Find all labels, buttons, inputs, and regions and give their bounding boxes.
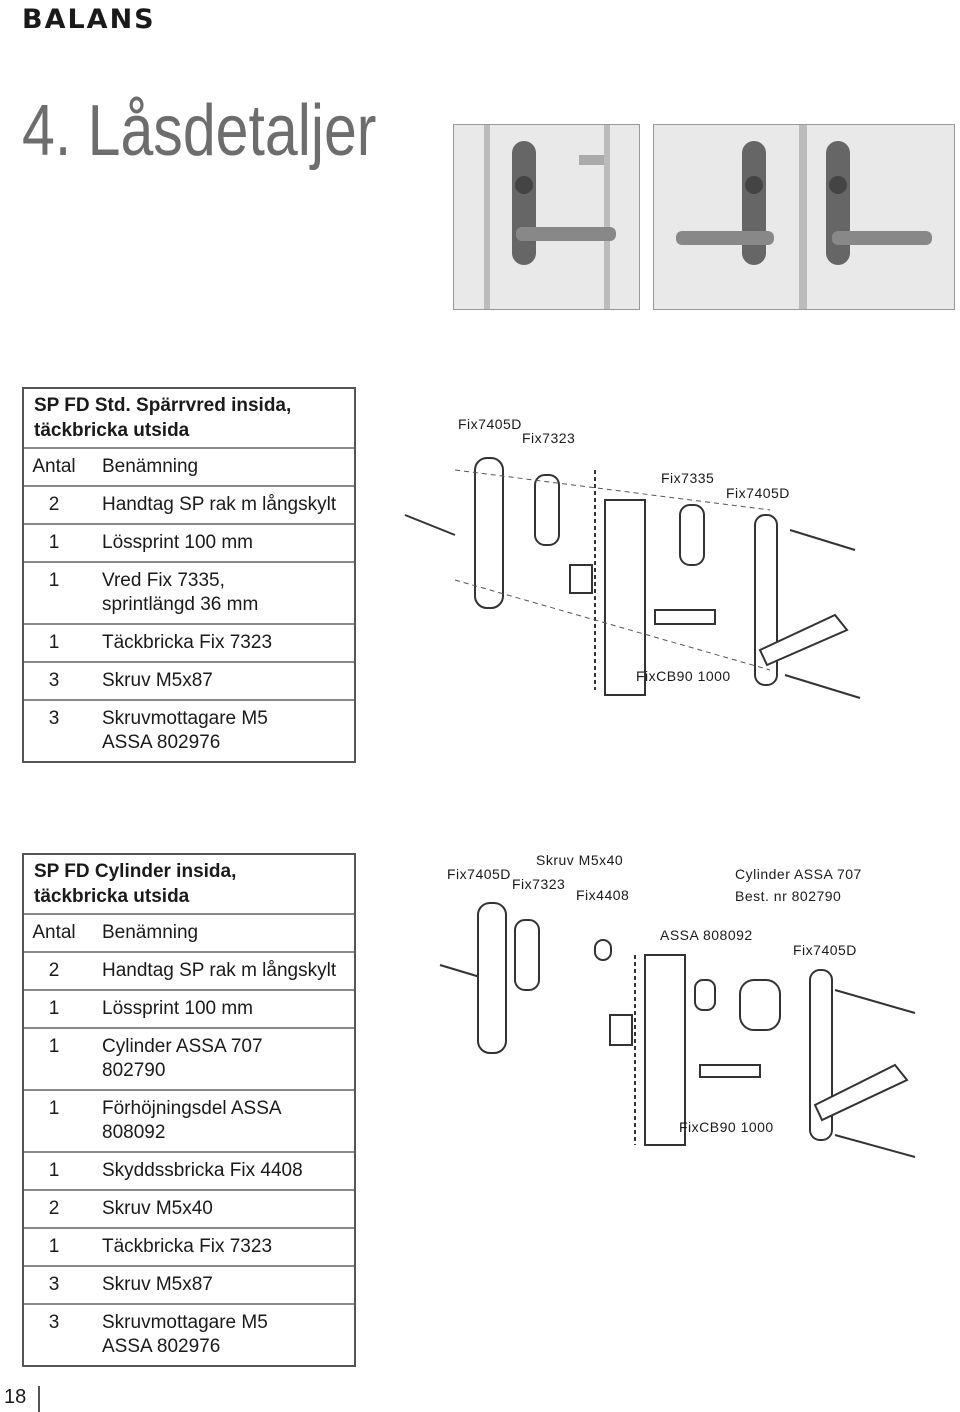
lock-photo-right: [653, 124, 955, 310]
name-line: Handtag SP rak m långskylt: [102, 960, 337, 981]
diagram-label: Fix7405D: [458, 416, 522, 432]
table-row: 1 Täckbricka Fix 7323: [24, 1227, 354, 1265]
diagram-label: Cylinder ASSA 707: [735, 866, 862, 882]
name-line: Skruv M5x87: [102, 1274, 213, 1295]
qty-cell: 3: [48, 708, 60, 729]
qty-cell: 3: [48, 1312, 60, 1333]
table-row: 1 Cylinder ASSA 707 802790: [24, 1027, 354, 1089]
table-header-row: Antal Benämning: [24, 447, 354, 485]
table-row: 1 Förhöjningsdel ASSA 808092: [24, 1089, 354, 1151]
name-line: Skruvmottagare M5: [102, 1312, 268, 1333]
name-cell: Skruv M5x87: [84, 663, 354, 699]
qty-cell: 2: [48, 494, 60, 515]
diagram-label: Skruv M5x40: [536, 852, 624, 868]
qty-header: Antal: [32, 456, 76, 477]
diagram-label: Fix7323: [512, 876, 566, 892]
diagram-label: FixCB90 1000: [679, 1119, 774, 1135]
name-line: Skruv M5x40: [102, 1198, 213, 1219]
table-row: 2 Handtag SP rak m långskylt: [24, 951, 354, 989]
lock-photo-left: [453, 124, 640, 310]
qty-cell: 3: [48, 670, 60, 691]
qty-cell: 1: [48, 998, 60, 1019]
name-header: Benämning: [102, 456, 199, 477]
diagram-label: Fix4408: [576, 887, 630, 903]
table-row: 1 Lössprint 100 mm: [24, 523, 354, 561]
name-cell: Täckbricka Fix 7323: [84, 625, 354, 661]
qty-cell: 2: [48, 1198, 60, 1219]
qty-cell: 1: [48, 1036, 60, 1057]
name-cell: Skyddssbricka Fix 4408: [84, 1153, 354, 1189]
name-line: Skruv M5x87: [102, 670, 213, 691]
table-row: 3 Skruvmottagare M5 ASSA 802976: [24, 1303, 354, 1365]
name-line: Förhöjningsdel ASSA 808092: [102, 1098, 281, 1143]
page-number: 18: [0, 1386, 40, 1412]
diagram-label: Best. nr 802790: [735, 888, 842, 904]
name-cell: Täckbricka Fix 7323: [84, 1229, 354, 1265]
name-line: Lössprint 100 mm: [102, 998, 254, 1019]
parts-table-std: SP FD Std. Spärrvred insida, täckbricka …: [22, 387, 356, 763]
diagram-label: FixCB90 1000: [636, 668, 731, 684]
diagram-label: Fix7405D: [726, 485, 790, 501]
table-row: 3 Skruv M5x87: [24, 1265, 354, 1303]
name-cell: Lössprint 100 mm: [84, 991, 354, 1027]
name-cell: Skruv M5x87: [84, 1267, 354, 1303]
page-title: 4. Låsdetaljer: [22, 91, 377, 171]
name-line: Täckbricka Fix 7323: [102, 1236, 273, 1257]
name-line: Skruvmottagare M5: [102, 708, 268, 729]
name-line: Täckbricka Fix 7323: [102, 632, 273, 653]
qty-cell: 1: [48, 532, 60, 553]
table-row: 3 Skruv M5x87: [24, 661, 354, 699]
table-row: 2 Skruv M5x40: [24, 1189, 354, 1227]
diagram-label: Fix7335: [661, 470, 715, 486]
name-cell: Skruvmottagare M5 ASSA 802976: [84, 1305, 354, 1365]
name-line: Skyddssbricka Fix 4408: [102, 1160, 303, 1181]
qty-header: Antal: [32, 922, 76, 943]
exploded-diagram-std: [404, 457, 861, 699]
name-cell: Lössprint 100 mm: [84, 525, 354, 561]
diagram-label: Fix7405D: [447, 866, 511, 882]
name-line: Cylinder ASSA 707: [102, 1036, 263, 1057]
name-cell: Handtag SP rak m långskylt: [84, 953, 354, 989]
qty-cell: 1: [48, 632, 60, 653]
table-header-row: Antal Benämning: [24, 913, 354, 951]
qty-cell: 1: [48, 570, 60, 591]
diagram-label: Fix7405D: [793, 942, 857, 958]
diagram-label: Fix7323: [522, 430, 576, 446]
name-line: 802790: [102, 1060, 166, 1081]
name-cell: Vred Fix 7335, sprintlängd 36 mm: [84, 563, 354, 623]
diagram-label: ASSA 808092: [660, 927, 753, 943]
table-row: 1 Skyddssbricka Fix 4408: [24, 1151, 354, 1189]
qty-cell: 3: [48, 1274, 60, 1295]
name-cell: Förhöjningsdel ASSA 808092: [84, 1091, 354, 1151]
table-title: SP FD Std. Spärrvred insida, täckbricka …: [34, 395, 292, 441]
name-cell: Skruvmottagare M5 ASSA 802976: [84, 701, 354, 761]
name-cell: Cylinder ASSA 707 802790: [84, 1029, 354, 1089]
name-line: Vred Fix 7335,: [102, 570, 225, 591]
name-line: sprintlängd 36 mm: [102, 594, 259, 615]
exploded-diagram-cylinder: [439, 902, 916, 1158]
name-line: Handtag SP rak m långskylt: [102, 494, 337, 515]
parts-table-cylinder: SP FD Cylinder insida, täckbricka utsida…: [22, 853, 356, 1367]
name-cell: Skruv M5x40: [84, 1191, 354, 1227]
table-title: SP FD Cylinder insida, täckbricka utsida: [34, 861, 237, 907]
qty-cell: 1: [48, 1236, 60, 1257]
table-row: 2 Handtag SP rak m långskylt: [24, 485, 354, 523]
qty-cell: 1: [48, 1098, 60, 1119]
name-header: Benämning: [102, 922, 199, 943]
table-row: 1 Täckbricka Fix 7323: [24, 623, 354, 661]
name-line: Lössprint 100 mm: [102, 532, 254, 553]
table-row: 1 Lössprint 100 mm: [24, 989, 354, 1027]
table-row: 1 Vred Fix 7335, sprintlängd 36 mm: [24, 561, 354, 623]
qty-cell: 2: [48, 960, 60, 981]
qty-cell: 1: [48, 1160, 60, 1181]
table-row: 3 Skruvmottagare M5 ASSA 802976: [24, 699, 354, 761]
name-line: ASSA 802976: [102, 1336, 221, 1357]
name-cell: Handtag SP rak m långskylt: [84, 487, 354, 523]
brand-logo: BALANS: [22, 4, 156, 35]
name-line: ASSA 802976: [102, 732, 221, 753]
